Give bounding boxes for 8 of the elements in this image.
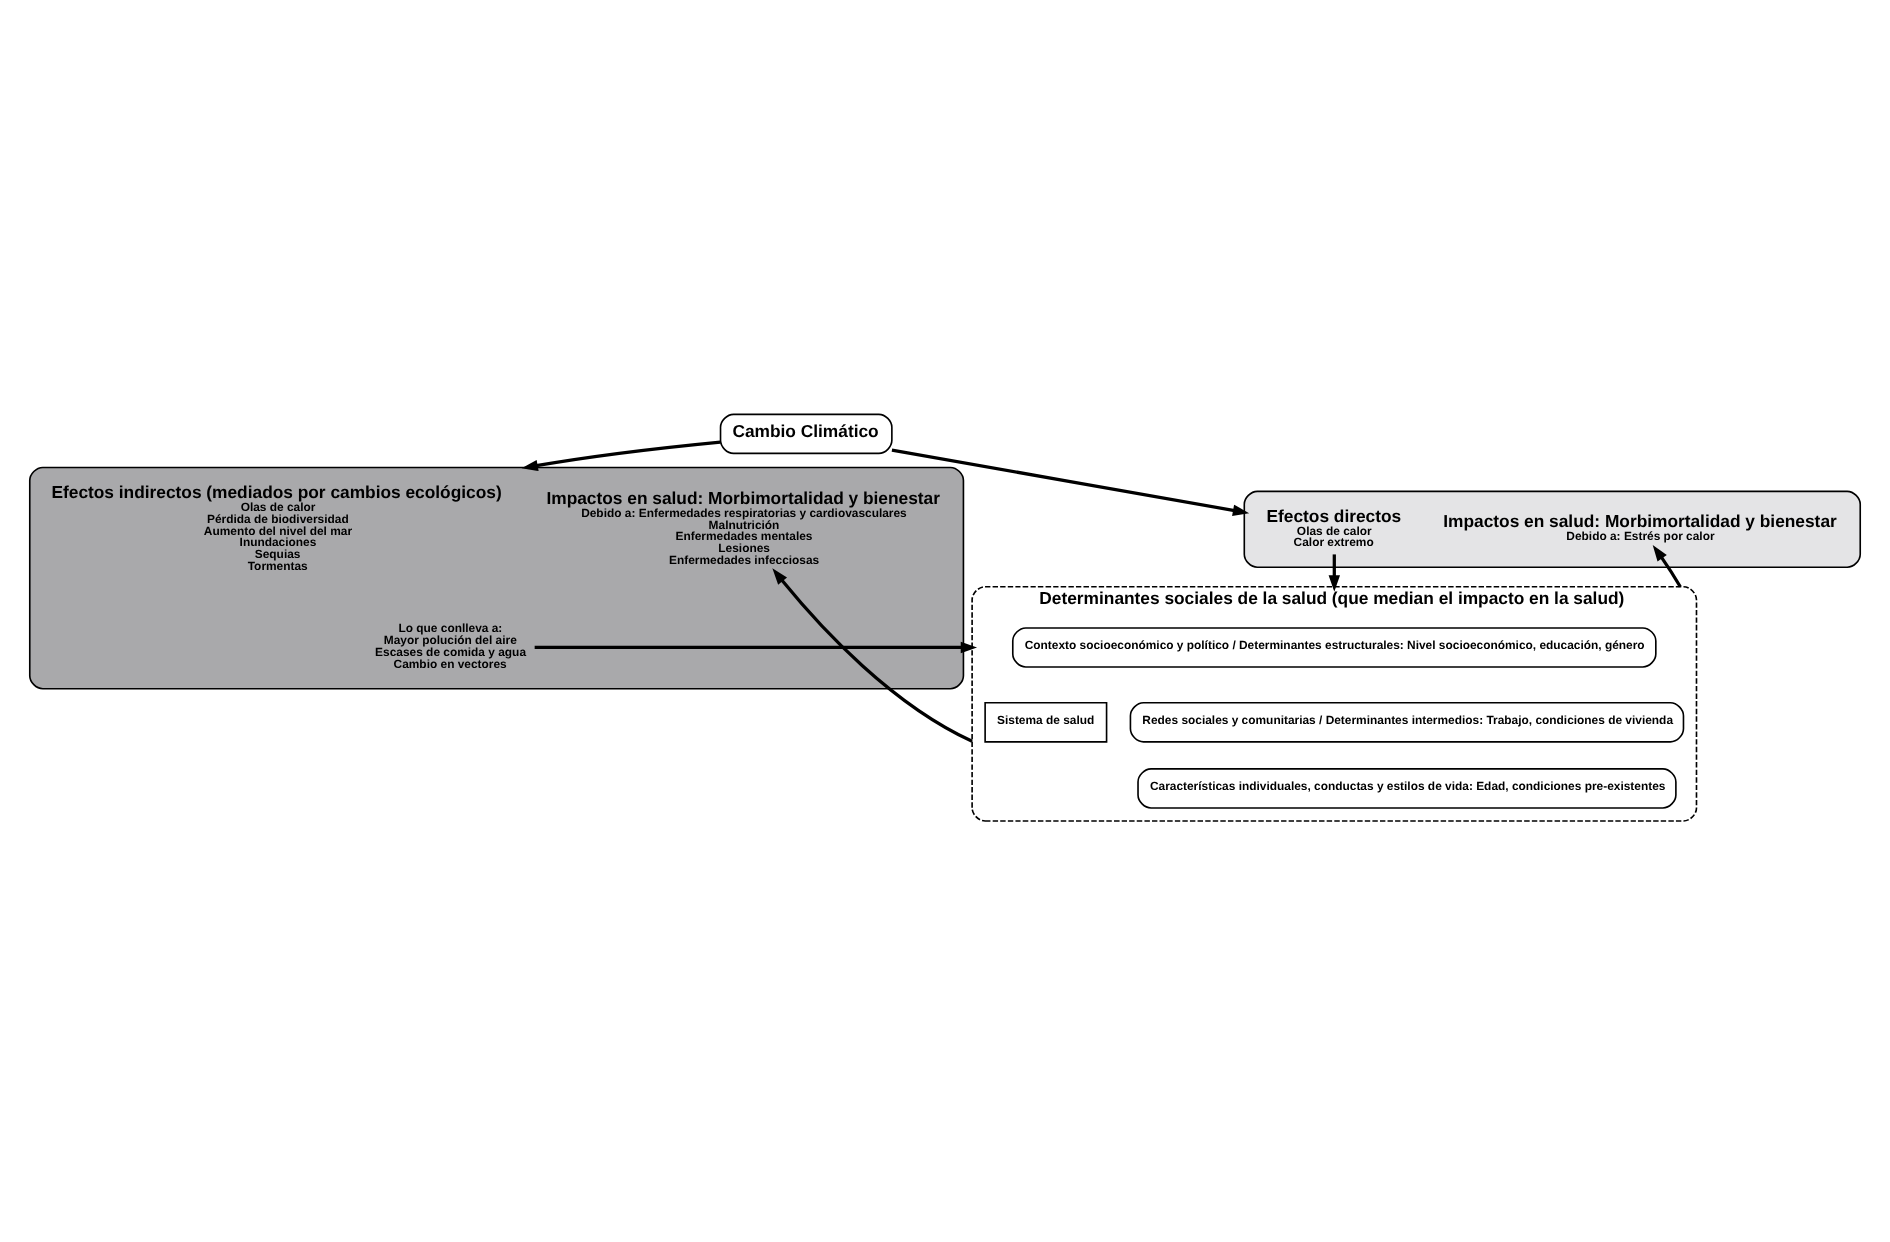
node-box: Cambio Climático <box>719 412 893 454</box>
arrow <box>1328 553 1340 591</box>
arrow <box>1652 543 1682 587</box>
arrow <box>534 640 978 653</box>
arrow <box>891 447 1250 515</box>
arrow <box>521 439 721 471</box>
arrow <box>772 567 973 742</box>
cluster <box>1243 489 1862 568</box>
